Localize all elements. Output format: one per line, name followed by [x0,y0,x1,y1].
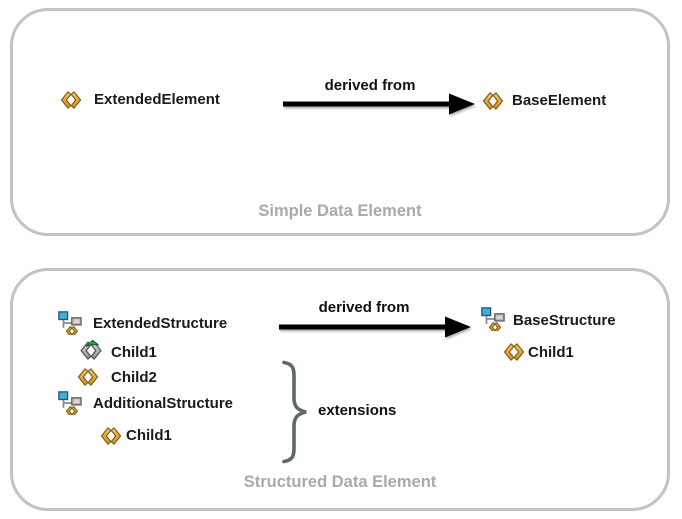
xml-element-icon [77,368,99,386]
extended-structure-label: ExtendedStructure [93,315,228,332]
structure-icon [58,311,82,335]
xml-element-icon [482,92,504,110]
base-structure-label: BaseStructure [513,312,616,329]
extended-element-label: ExtendedElement [94,91,220,108]
structured-data-element-panel [10,268,670,511]
base-element-label: BaseElement [512,92,607,109]
child1-label: Child1 [111,344,157,361]
xml-element-icon [503,343,525,361]
base-child1-label: Child1 [528,344,574,361]
nested-child1-label: Child1 [126,427,172,444]
derived-from-label: derived from [324,77,416,94]
xml-element-icon [100,427,122,445]
additional-structure-label: AdditionalStructure [93,395,234,412]
xml-element-icon [60,91,82,109]
inherited-element-icon [80,339,102,360]
derived-from-arrow [279,316,471,338]
derived-from-label: derived from [318,299,410,316]
structure-icon [481,307,505,331]
extensions-brace [282,360,307,464]
simple-panel-caption: Simple Data Element [258,202,422,220]
extensions-label: extensions [318,402,397,419]
child2-label: Child2 [111,369,157,386]
structured-panel-caption: Structured Data Element [243,473,437,491]
derived-from-arrow [283,93,475,115]
structure-icon [58,391,82,415]
simple-data-element-panel [10,8,670,236]
